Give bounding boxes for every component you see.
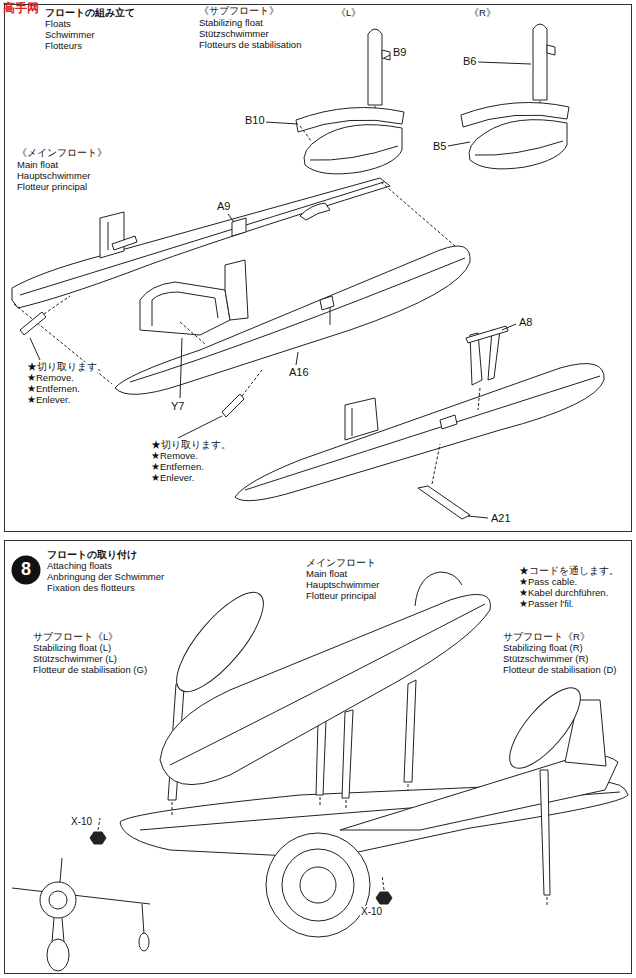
float-label: Flotteurs de stabilisation [198,40,302,50]
sub-float-r [498,677,591,906]
float-label: Hauptschwimmer [16,171,91,181]
note-text: ★Kabel durchführen. [518,588,609,598]
float-label: Main float [305,569,348,579]
sub-float-r [461,24,569,169]
note-text: ★Entfernen. [26,384,81,394]
part-number: A16 [288,366,310,378]
note-text: ★Enlever. [26,395,71,405]
screw [376,892,392,904]
float-label: Stabilizing float (R) [502,643,584,653]
float-label: 《メインフロート》 [16,148,108,158]
step-number-text: 8 [11,555,41,585]
step-title-translation: Schwimmer [45,30,95,40]
part-number: A8 [518,316,533,328]
float-label: Flotteur principal [16,182,88,192]
float-label: Stabilizing float [198,18,264,28]
front-view [12,858,150,971]
pin [222,394,244,417]
float-label: 《L》 [335,8,362,18]
float-label: Stützschwimmer [198,29,270,39]
float-label: サブフロート《R》 [502,632,591,642]
note-text: ★Pass cable. [518,577,578,587]
note-text: ★Entfernen. [150,462,205,472]
step-panel: フロートの組み立てFloatsSchwimmerFlotteurs [4,4,632,532]
watermark: 高手网 [2,2,40,15]
main-float [160,572,491,808]
main-float-assembled [235,326,604,501]
step-title: フロートの取り付け [47,549,137,560]
note-text: ★Enlever. [150,473,195,483]
float-label: Stützschwimmer (L) [32,654,118,664]
note-text: ★Remove. [150,451,199,461]
note-text: ★Passer l'fil. [518,599,575,609]
float-label: Flotteur de stabilisation (G) [32,665,148,675]
note-text: ★切り取ります。 [26,362,108,372]
float-label: Hauptschwimmer [305,580,380,590]
part-number: Y7 [170,400,185,412]
step-title-translation: Anbringung der Schwimmer [47,572,164,582]
step-title: フロートの組み立て [45,7,135,18]
float-label: Flotteur principal [305,591,377,601]
step-title-translation: Fixation des flotteurs [47,583,135,593]
part-number: B10 [244,114,266,126]
screw [90,832,106,844]
note-text: ★Remove. [26,373,75,383]
part-number: A9 [216,200,231,212]
float-label: サブフロート《L》 [32,632,119,642]
part-number: B5 [432,140,447,152]
note-text: ★切り取ります。 [150,440,232,450]
bracket [418,486,470,519]
float-label: Stützschwimmer (R) [502,654,590,664]
part-number: X-10 [360,906,383,917]
note-text: ★コードを通します。 [518,566,620,576]
step-title-translation: Floats [45,19,71,29]
float-label: Main float [16,160,59,170]
part-number: X-10 [70,816,93,827]
float-label: Stabilizing float (L) [32,643,112,653]
float-label: Flotteur de stabilisation (D) [502,665,618,675]
float-label: 《サブフロート》 [198,6,280,16]
pin [20,312,46,335]
part-number: A21 [490,512,512,524]
float-label: メインフロート [305,558,377,568]
sub-float-l [296,29,404,174]
step-number: 8 [11,555,41,585]
float-label: 《R》 [468,8,497,18]
main-float-lower [115,246,470,394]
part-number: B9 [392,46,407,58]
step-title-translation: Flotteurs [45,41,82,51]
part-number: B6 [462,55,477,67]
step-title-translation: Attaching floats [47,561,112,571]
